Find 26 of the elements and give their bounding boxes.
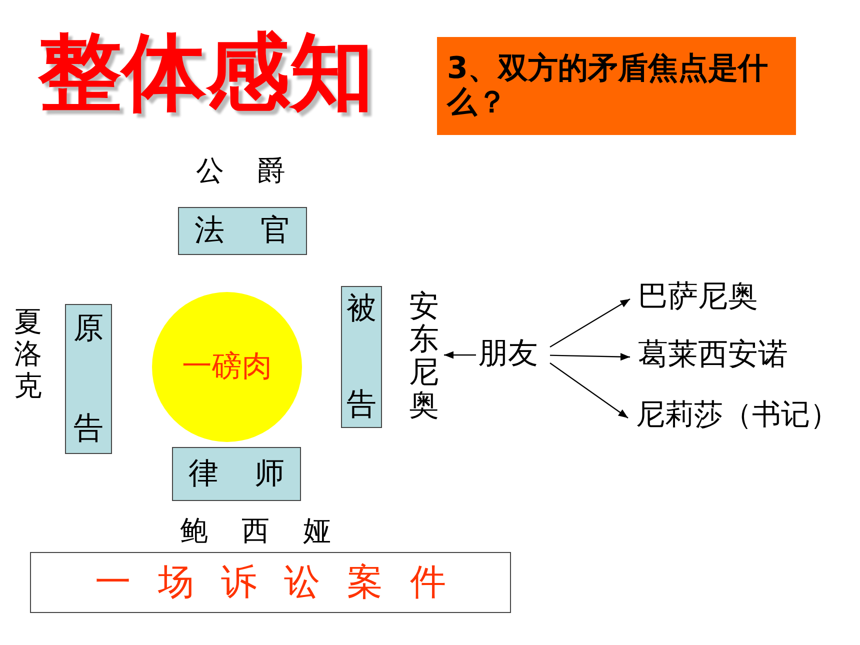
role-label: 律师 [188, 456, 320, 492]
arrow [444, 351, 476, 359]
arrow [550, 352, 630, 361]
role-box [178, 207, 307, 255]
person-name: 安东尼奥 [406, 290, 442, 426]
person-name: 尼莉莎（书记） [636, 398, 858, 438]
circle-label: 一磅肉 [182, 350, 272, 384]
title: 整体感知 [38, 24, 374, 121]
role-label: 法官 [194, 214, 326, 248]
name-caption: 公爵 [196, 153, 320, 189]
arrow [550, 298, 630, 348]
name-caption: 鲍西娅 [180, 513, 365, 549]
person-name: 葛莱西安诺 [638, 338, 810, 376]
person-name: 巴萨尼奥 [638, 280, 778, 318]
question-box [437, 37, 796, 135]
role-label: 被告 [346, 290, 376, 424]
arrow [550, 362, 628, 418]
role-box [341, 286, 382, 428]
theme-box [30, 552, 511, 613]
question-text: 3、双方的矛盾焦点是什么？ [446, 52, 769, 120]
role-label: 原告 [74, 310, 104, 448]
theme-label: 一场诉讼案件 [95, 562, 473, 604]
relation-label: 朋友 [478, 337, 548, 373]
role-box [65, 304, 112, 454]
name-caption: 夏洛克 [14, 306, 42, 403]
role-box [172, 447, 301, 501]
